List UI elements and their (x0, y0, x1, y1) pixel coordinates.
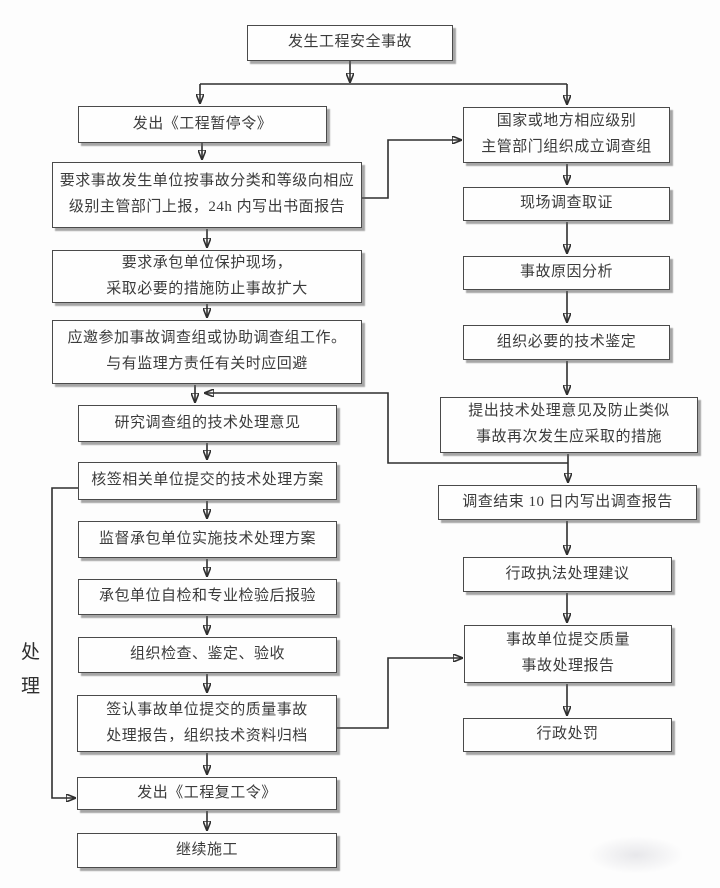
node-contractor-self-inspection: 承包单位自检和专业检验后报验 (78, 579, 337, 615)
node-enforcement-suggestion: 行政执法处理建议 (463, 557, 672, 592)
node-accident-unit-report: 事故单位提交质量 事故处理报告 (464, 625, 672, 683)
connector-countersign-to-resume-bypass (51, 487, 78, 798)
node-countersign-technical-plan: 核签相关单位提交的技术处理方案 (78, 462, 337, 500)
node-issue-resume-order: 发出《工程复工令》 (77, 777, 337, 810)
node-report-to-authority: 要求事故发生单位按事故分类和等级向相应 级别主管部门上报，24h 内写出书面报告 (52, 162, 362, 228)
node-technical-appraisal: 组织必要的技术鉴定 (463, 325, 670, 360)
node-site-investigation: 现场调查取证 (463, 187, 670, 221)
watermark-blob (588, 836, 684, 874)
node-supervise-implementation: 监督承包单位实施技术处理方案 (78, 521, 337, 558)
node-investigation-team-established: 国家或地方相应级别 主管部门组织成立调查组 (463, 107, 670, 163)
node-countersign-report-archive: 签认事故单位提交的质量事故 处理报告，组织技术资料归档 (77, 695, 337, 752)
node-organize-inspection-acceptance: 组织检查、鉴定、验收 (78, 637, 337, 673)
node-issue-suspension-order: 发出《工程暂停令》 (78, 106, 327, 143)
connector-archive-to-unitreport-cross (337, 658, 461, 729)
node-technical-opinions-measures: 提出技术处理意见及防止类似 事故再次发生应采取的措施 (440, 397, 698, 453)
node-continue-construction: 继续施工 (77, 833, 337, 868)
handling-phase-label: 处 理 (20, 642, 41, 697)
node-administrative-penalty: 行政处罚 (463, 718, 672, 752)
node-investigation-report: 调查结束 10 日内写出调查报告 (438, 485, 697, 520)
node-study-technical-opinion: 研究调查组的技术处理意见 (78, 405, 337, 442)
node-protect-site: 要求承包单位保护现场， 采取必要的措施防止事故扩大 (52, 250, 362, 303)
connector-opinions-to-study-cross (206, 393, 568, 464)
node-cause-analysis: 事故原因分析 (463, 256, 670, 290)
node-accident-occurs: 发生工程安全事故 (247, 25, 453, 61)
connector-report-to-team-cross (362, 140, 460, 199)
node-join-investigation: 应邀参加事故调查组或协助调查组工作。 与有监理方责任有关时应回避 (52, 320, 362, 384)
